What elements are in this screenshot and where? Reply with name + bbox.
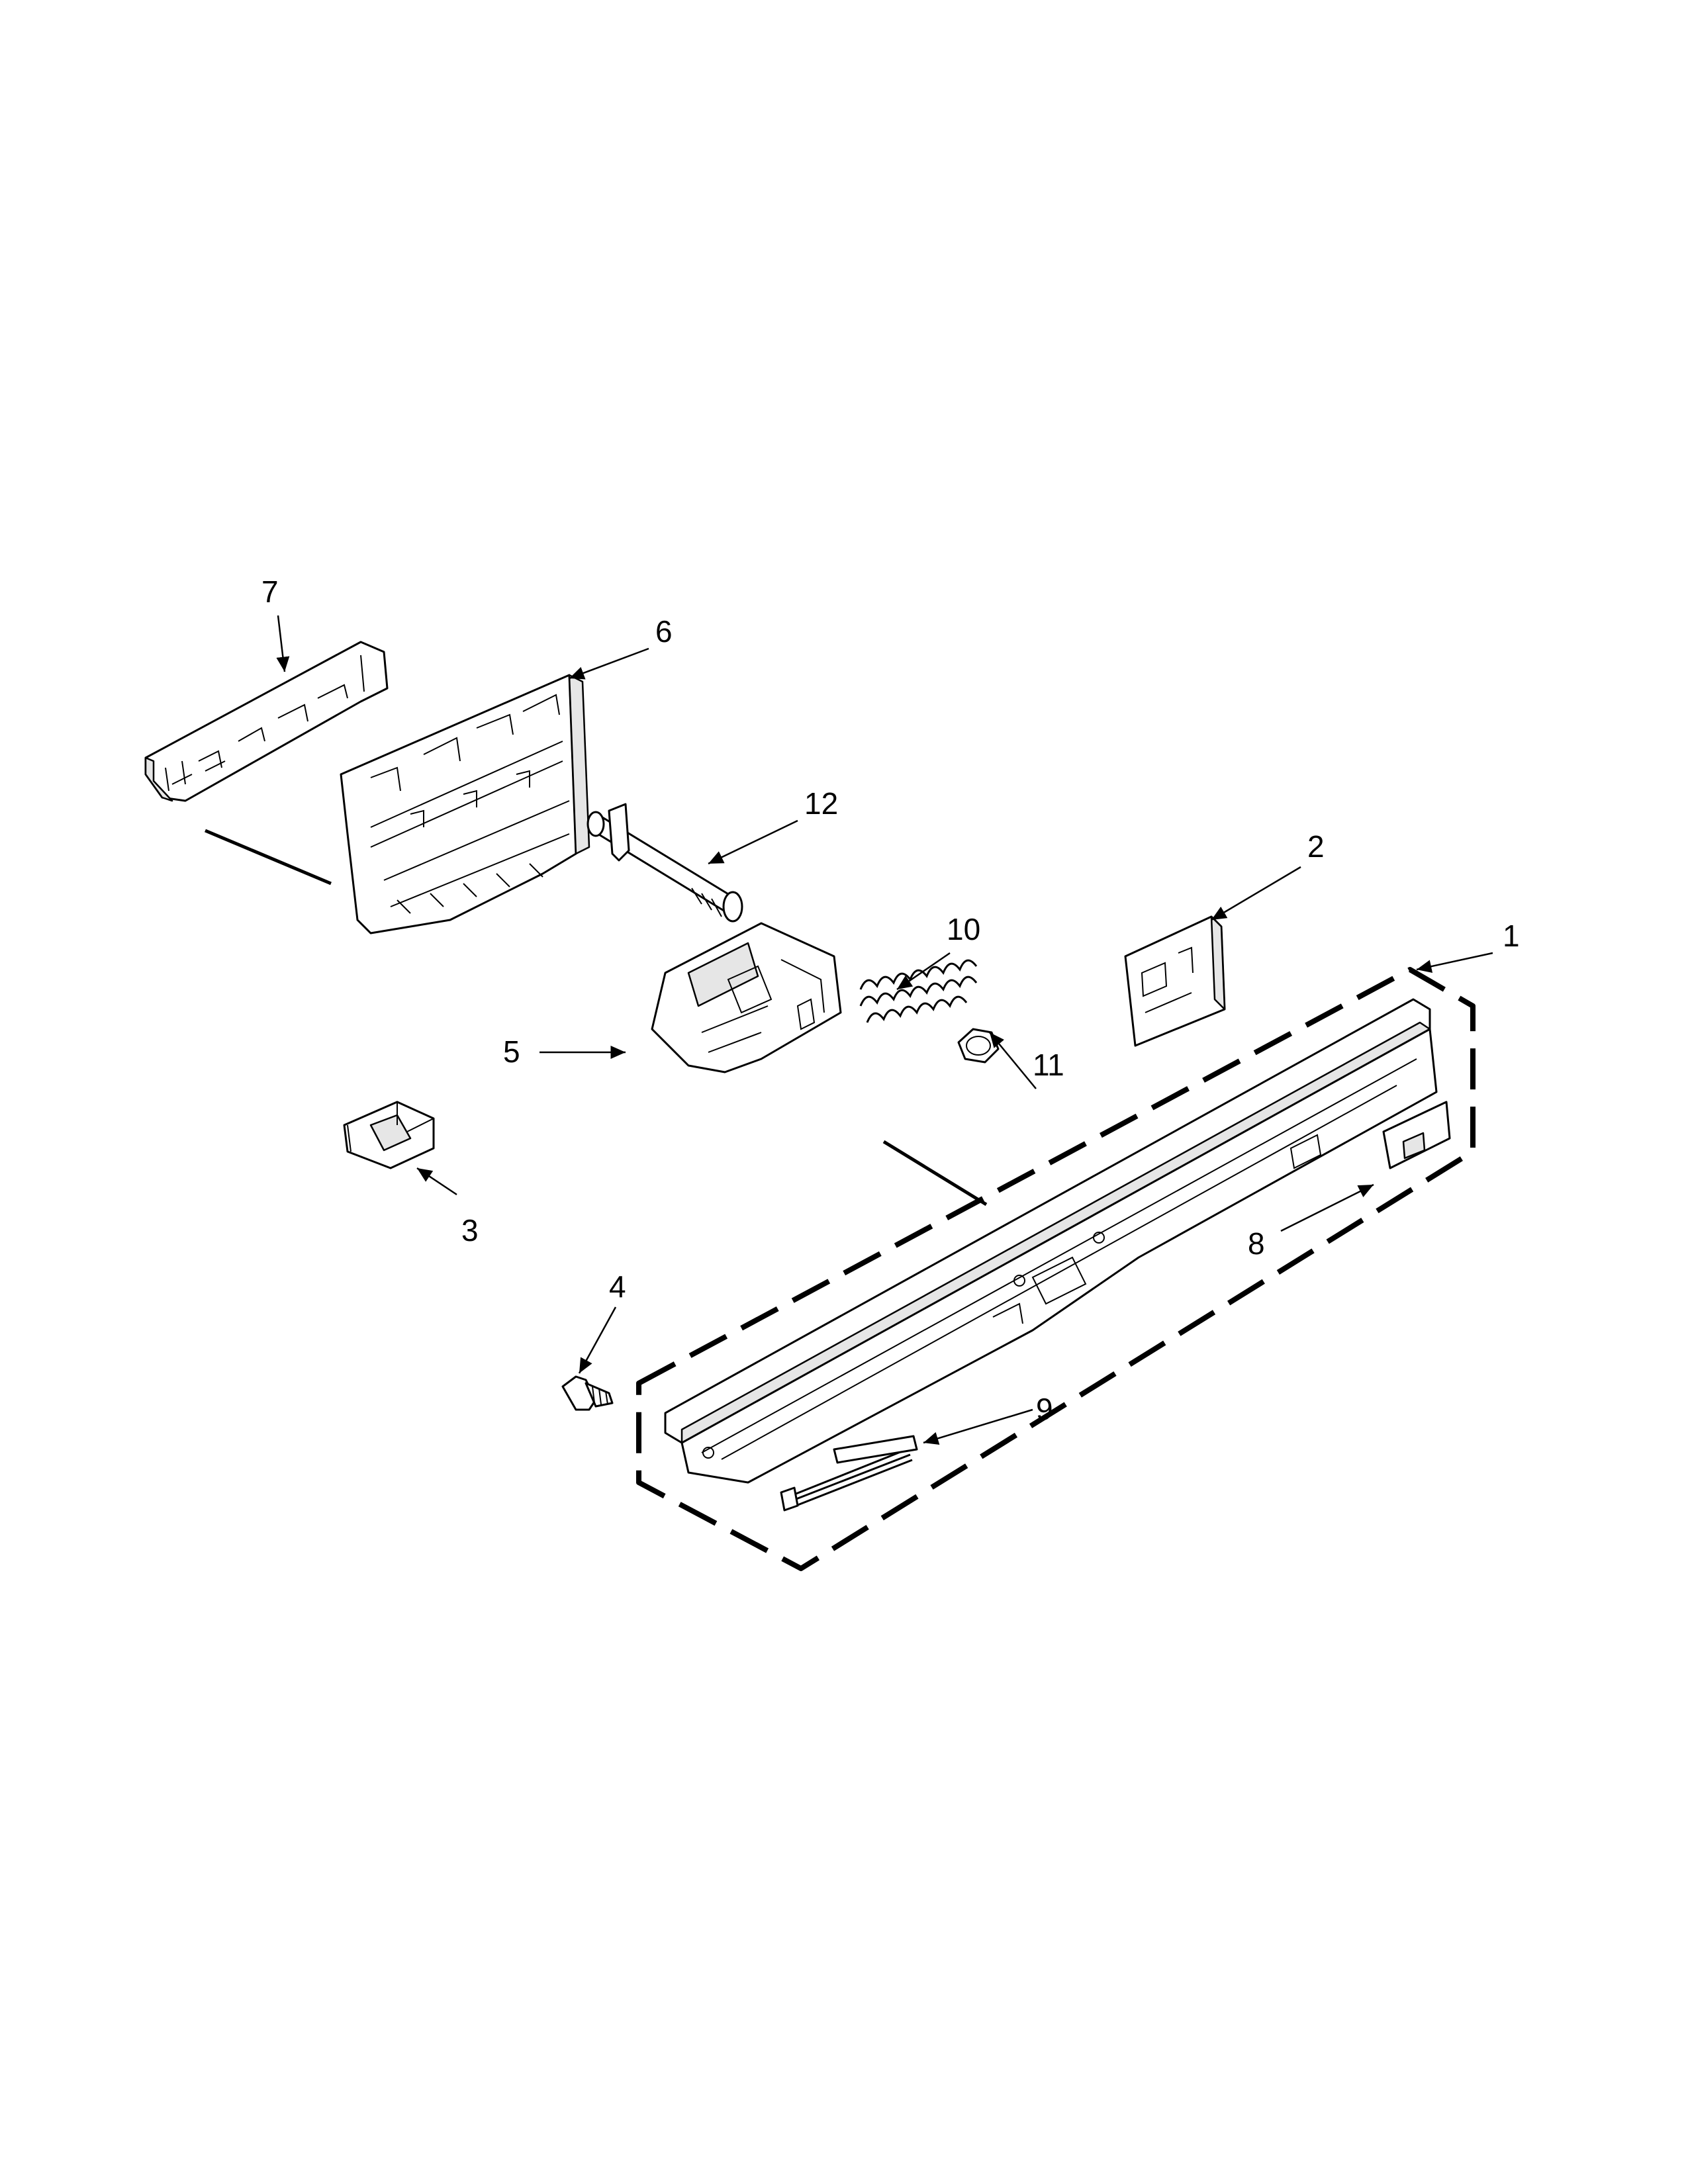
part-10-spring[interactable] <box>859 959 978 1023</box>
guide-line-5-to-1 <box>882 1140 988 1206</box>
callout-3: 3 <box>461 1213 479 1248</box>
callout-11: 11 <box>1033 1048 1064 1082</box>
callout-leaders <box>276 615 1493 1445</box>
callout-12: 12 <box>804 786 838 821</box>
callout-5: 5 <box>503 1034 520 1069</box>
part-2-bracket-plate[interactable] <box>1124 915 1226 1047</box>
part-7-terminal-bracket[interactable] <box>144 641 389 802</box>
callout-10: 10 <box>947 912 980 946</box>
part-8-sensor-board[interactable] <box>1382 1101 1451 1169</box>
callout-1: 1 <box>1503 919 1520 953</box>
callout-7: 7 <box>261 574 279 609</box>
part-1-assembly-boundary <box>636 967 1476 1571</box>
callout-2: 2 <box>1307 829 1325 864</box>
callout-9: 9 <box>1036 1392 1053 1426</box>
part-5-latch[interactable] <box>651 922 842 1073</box>
part-3-clip[interactable] <box>343 1101 435 1169</box>
part-1-console-panel[interactable] <box>664 998 1438 1484</box>
part-4-screw[interactable] <box>561 1375 614 1411</box>
part-11-nut[interactable] <box>957 1028 1000 1064</box>
part-9-wire-harness[interactable] <box>780 1435 918 1512</box>
callout-4: 4 <box>609 1269 626 1304</box>
callout-8: 8 <box>1248 1226 1265 1261</box>
part-12-shaft[interactable] <box>586 803 743 923</box>
callout-6: 6 <box>655 614 673 649</box>
part-6-control-housing[interactable] <box>340 674 590 934</box>
guide-line-7-to-6 <box>205 829 332 886</box>
